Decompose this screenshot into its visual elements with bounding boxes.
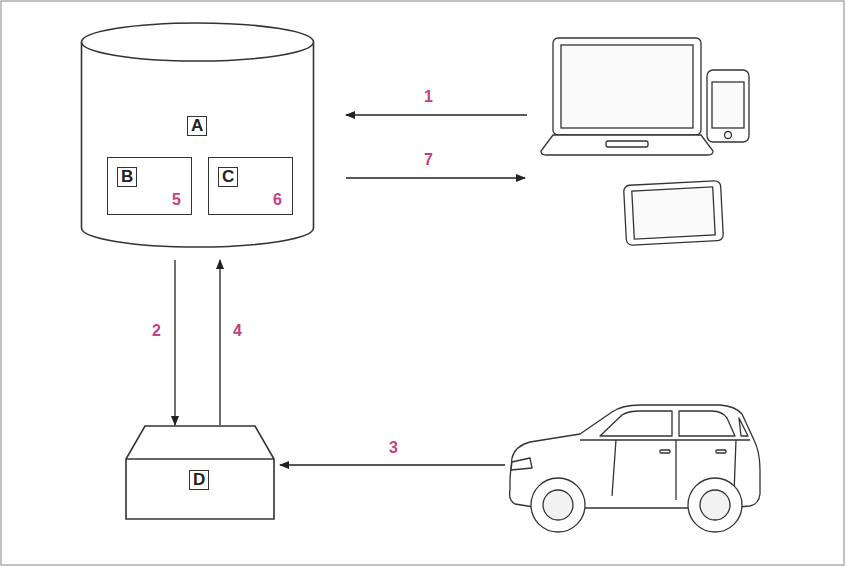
part-letter: B [117, 167, 137, 187]
part-letter: C [218, 167, 238, 187]
connector-arrow [174, 260, 175, 425]
connector-arrow [219, 260, 220, 425]
tablet-icon [623, 180, 723, 245]
module-box: C6 [208, 157, 293, 215]
tablet-body [623, 180, 723, 245]
tablet-screen [632, 187, 715, 239]
car-window [679, 411, 735, 436]
callout-number: 1 [424, 88, 433, 106]
part-letter: A [187, 116, 207, 136]
laptop-screen [561, 45, 693, 128]
car-door-line [612, 440, 616, 496]
leader-arrow [346, 114, 527, 115]
car-window [739, 418, 748, 436]
phone-body [707, 70, 749, 142]
cylinder-top [82, 23, 314, 61]
laptop-lid [553, 38, 701, 135]
part-letter: D [189, 470, 209, 490]
laptop-touchpad [606, 141, 648, 147]
database-cylinder: AB5C6 [80, 22, 315, 248]
car-wheel [531, 478, 585, 532]
laptop-base [541, 135, 713, 155]
module-box: B5 [107, 157, 192, 215]
cylinder-body [82, 42, 314, 247]
car-illustration [510, 405, 760, 532]
device-body [126, 426, 274, 519]
laptop-icon [541, 38, 713, 155]
callout-number: 4 [233, 322, 242, 340]
car-door-line [675, 440, 676, 500]
car-wheel [688, 478, 742, 532]
car-hub [543, 490, 573, 520]
device-box: D [125, 425, 275, 520]
callout-number: 3 [389, 439, 398, 457]
callout-number: 2 [152, 322, 161, 340]
callout-number: 7 [424, 151, 433, 169]
callout-number: 6 [273, 191, 282, 209]
phone-screen [712, 82, 744, 128]
car-hub [700, 490, 730, 520]
car-window [600, 411, 672, 436]
device-edge [126, 458, 274, 459]
car-headlight [511, 458, 532, 470]
car-handle [716, 450, 726, 453]
phone-button [725, 132, 732, 139]
callout-number: 5 [172, 191, 181, 209]
phone-icon [707, 70, 749, 142]
car-handle [660, 450, 670, 453]
leader-arrow [280, 464, 505, 465]
car-beltline [580, 439, 750, 440]
leader-arrow [346, 177, 525, 178]
